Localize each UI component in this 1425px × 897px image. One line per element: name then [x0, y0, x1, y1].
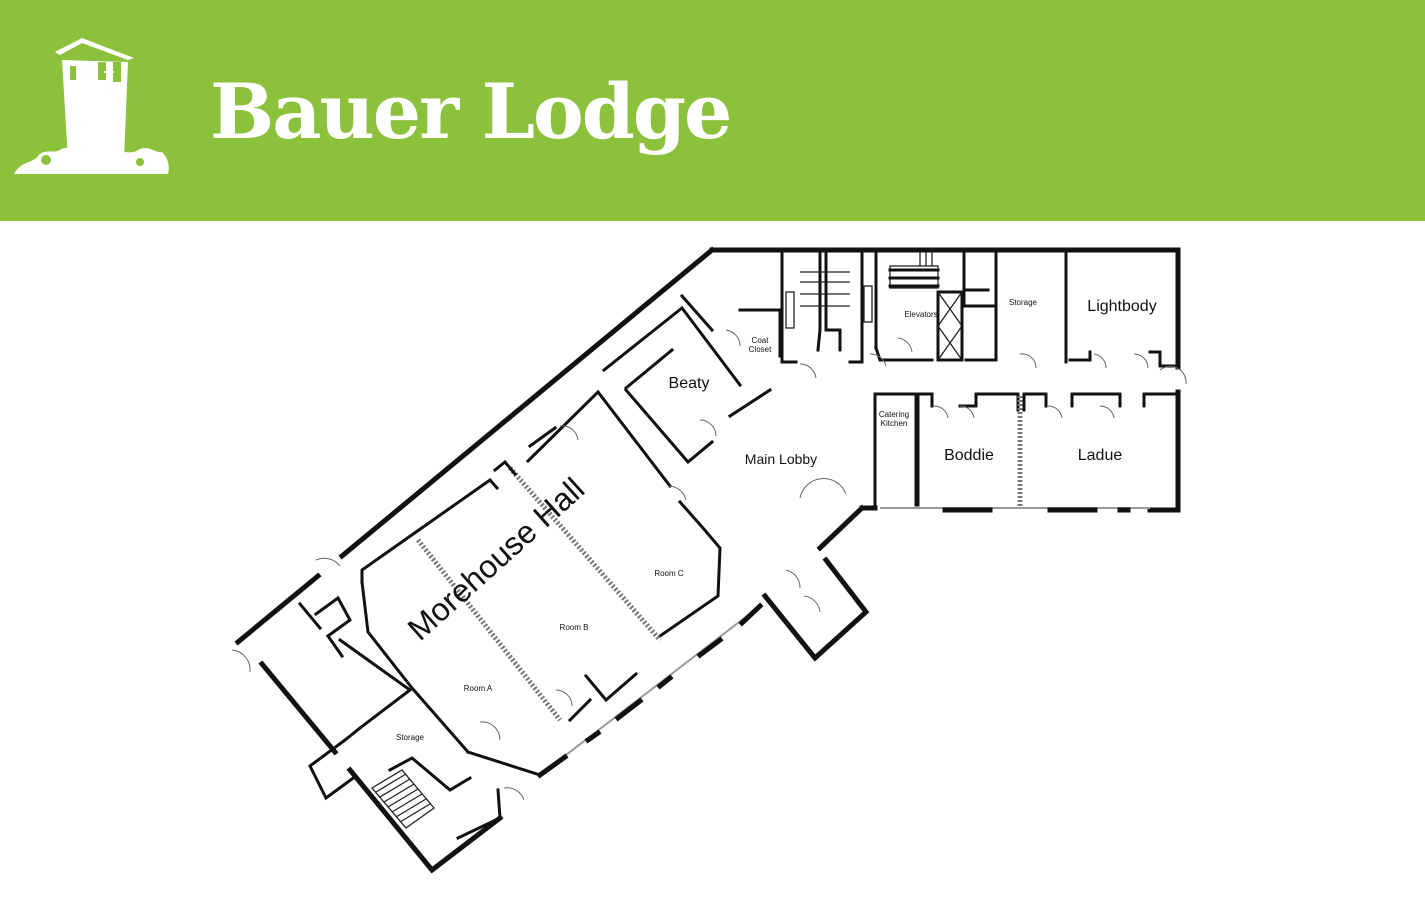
core-walls: [738, 250, 998, 364]
beaty-walls: [601, 293, 773, 465]
exterior-walls: [234, 246, 1181, 874]
catering-kitchen-label-2: Kitchen: [881, 419, 908, 428]
ladue-label: Ladue: [1078, 447, 1123, 464]
header-banner: Bauer Lodge: [0, 0, 1425, 221]
room-a-label: Room A: [464, 684, 493, 693]
coat-closet-label-1: Coat: [752, 336, 770, 345]
door-swings: [231, 329, 1187, 801]
lower-right-walls: [873, 392, 1180, 507]
storage-lower-label: Storage: [396, 733, 425, 742]
storage-upper-label: Storage: [1009, 298, 1038, 307]
catering-kitchen-label-1: Catering: [879, 410, 909, 419]
glazing: [536, 507, 1150, 779]
room-b-label: Room B: [560, 623, 589, 632]
page-title: Bauer Lodge: [210, 67, 732, 156]
boddie-label: Boddie: [944, 447, 994, 464]
coat-closet-label-2: Closet: [749, 345, 772, 354]
stair-treads: [371, 769, 435, 829]
floor-plan: Morehouse Hall Room A Room B Room C Beat…: [231, 246, 1187, 874]
main-lobby-label: Main Lobby: [745, 451, 817, 467]
storage-stair-walls: [297, 595, 502, 840]
elevators-label: Elevators: [904, 310, 937, 319]
tower-icon: [14, 38, 169, 174]
room-c-label: Room C: [654, 569, 684, 578]
morehouse-hall-label: Morehouse Hall: [401, 470, 592, 647]
lightbody-label: Lightbody: [1087, 298, 1156, 315]
beaty-label: Beaty: [669, 375, 710, 392]
core-stair: [888, 252, 940, 289]
morehouse-hall-walls: [360, 389, 722, 777]
